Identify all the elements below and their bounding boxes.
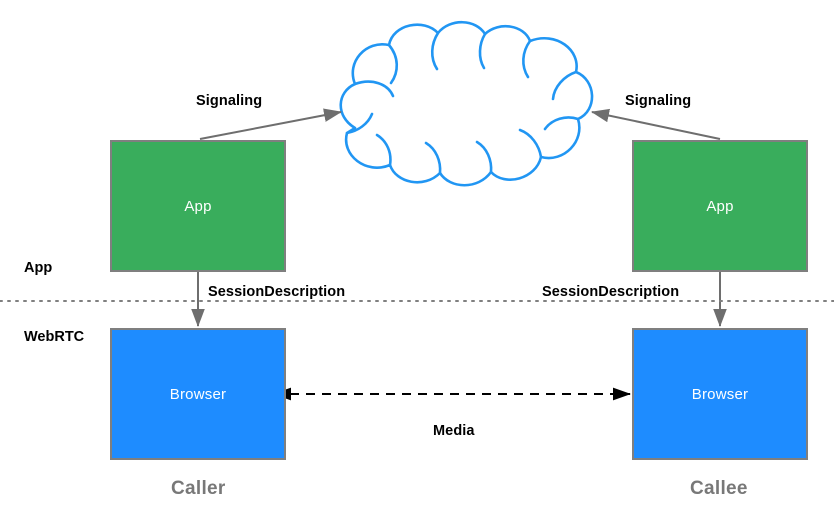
callee-browser-box[interactable]: Browser — [632, 328, 808, 460]
caller-app-box[interactable]: App — [110, 140, 286, 272]
callee-party-label: Callee — [690, 478, 748, 499]
media-label: Media — [433, 423, 475, 439]
signaling-cloud-icon — [339, 20, 594, 187]
callee-app-box[interactable]: App — [632, 140, 808, 272]
caller-app-label: App — [184, 197, 212, 215]
callee-signaling-label: Signaling — [625, 93, 692, 109]
caller-signaling-arrow — [199, 108, 342, 140]
caller-signaling-label: Signaling — [196, 93, 263, 109]
caller-party-label: Caller — [171, 478, 226, 499]
callee-signaling-arrow — [591, 108, 721, 140]
caller-browser-label: Browser — [169, 385, 227, 403]
caller-browser-box[interactable]: Browser — [110, 328, 286, 460]
app-layer-label: App — [24, 260, 53, 276]
callee-session-description-label: SessionDescription — [542, 284, 680, 300]
caller-session-description-label: SessionDescription — [208, 284, 346, 300]
webrtc-layer-label: WebRTC — [24, 329, 85, 345]
callee-app-label: App — [706, 197, 734, 215]
callee-browser-label: Browser — [691, 385, 749, 403]
